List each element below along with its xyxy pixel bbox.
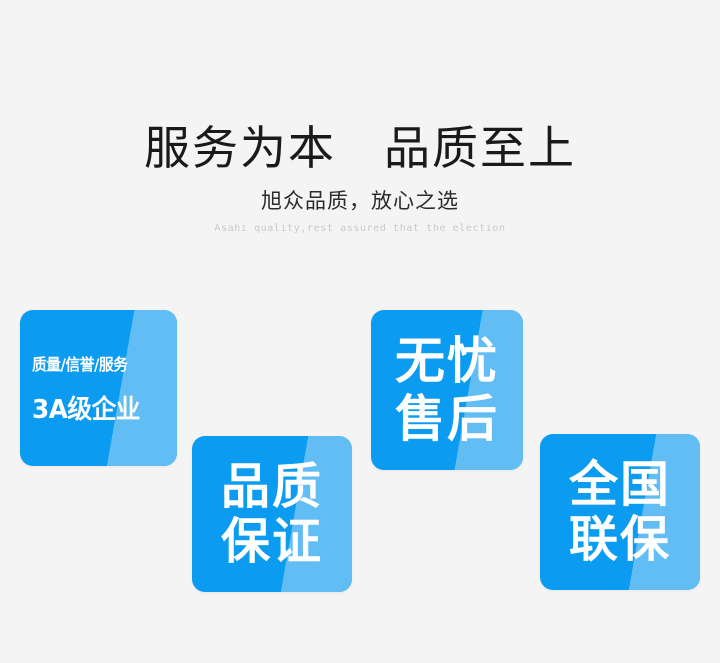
card-body: 质量/信誉/服务 3A级企业 bbox=[20, 310, 177, 466]
card-body: 无忧 售后 bbox=[371, 310, 523, 470]
card-label-small: 质量/信誉/服务 bbox=[32, 354, 128, 374]
card-body: 品质 保证 bbox=[192, 436, 352, 592]
card-label-line-1: 品质 bbox=[220, 458, 323, 515]
card-label-line-1: 全国 bbox=[568, 456, 671, 513]
page-subtitle: 旭众品质，放心之选 bbox=[261, 189, 459, 213]
3a-enterprise-card: 质量/信誉/服务 3A级企业 bbox=[20, 310, 177, 466]
card-label-large: 3A级企业 bbox=[32, 394, 141, 425]
card-label-line-2: 售后 bbox=[395, 390, 499, 448]
nationwide-warranty-card: 全国 联保 bbox=[540, 434, 700, 590]
card-label-line-2: 联保 bbox=[568, 511, 671, 568]
card-body: 全国 联保 bbox=[540, 434, 700, 590]
quality-guarantee-card: 品质 保证 bbox=[192, 436, 352, 592]
page-subtitle-english: Asahi quality,rest assured that the elec… bbox=[214, 223, 506, 234]
card-label-line-2: 保证 bbox=[220, 513, 323, 570]
worry-free-service-card: 无忧 售后 bbox=[371, 310, 523, 470]
card-label-line-1: 无忧 bbox=[395, 332, 499, 390]
heading-block: 服务为本 品质至上 旭众品质，放心之选 Asahi quality,rest a… bbox=[0, 118, 720, 238]
page-title: 服务为本 品质至上 bbox=[144, 121, 576, 175]
